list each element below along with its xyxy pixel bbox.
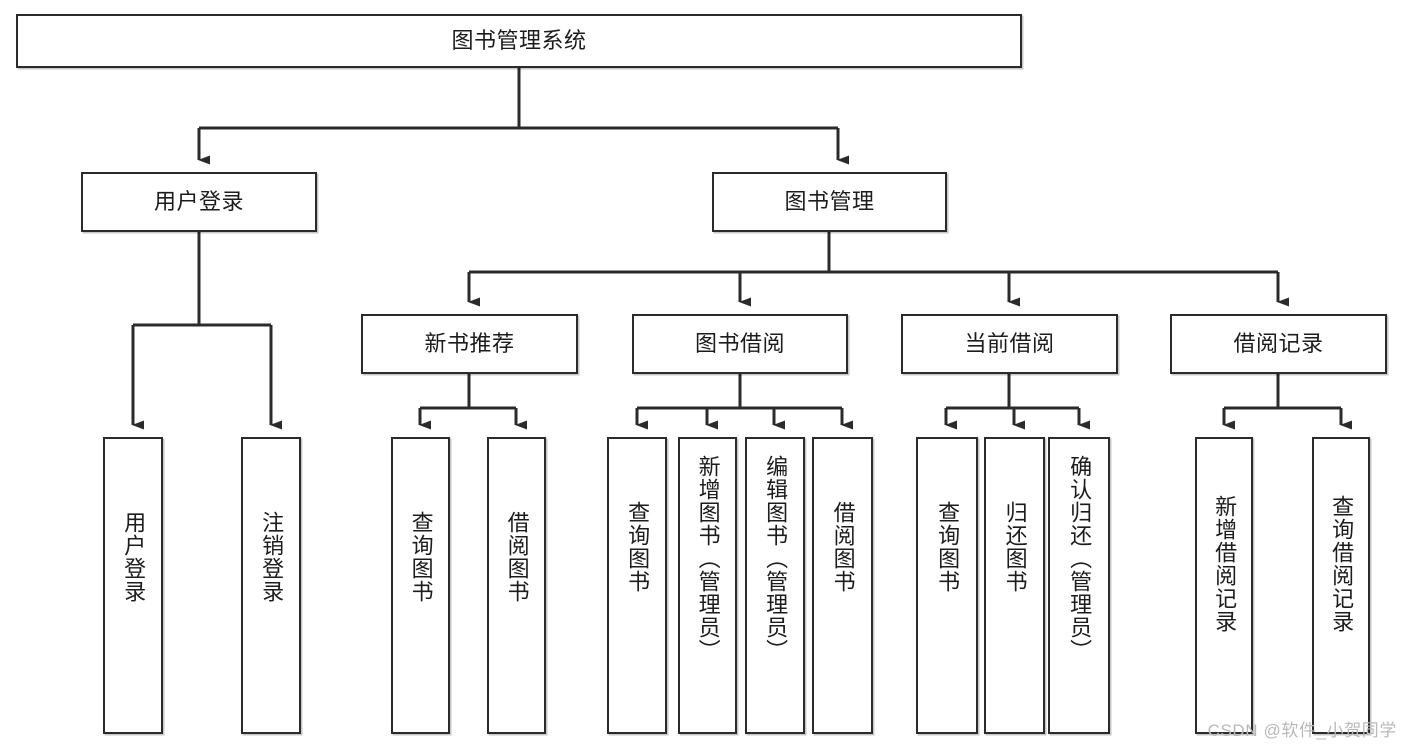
node-label: 归还图书 bbox=[1002, 501, 1028, 593]
node-label: 借阅图书 bbox=[504, 511, 530, 603]
node-book-borrow[interactable]: 图书借阅 bbox=[632, 314, 848, 374]
leaf-record-add-record[interactable]: 新增借阅记录 bbox=[1195, 437, 1253, 734]
leaf-borrow-add-book-admin[interactable]: 新增图书（管理员） bbox=[678, 437, 737, 734]
node-current-borrow[interactable]: 当前借阅 bbox=[901, 314, 1118, 374]
node-label: 查询图书 bbox=[625, 501, 651, 593]
node-book-management[interactable]: 图书管理 bbox=[712, 172, 947, 232]
node-label: 借阅图书 bbox=[830, 501, 856, 593]
node-new-book-recommend[interactable]: 新书推荐 bbox=[361, 314, 578, 374]
leaf-current-query-book[interactable]: 查询图书 bbox=[916, 437, 978, 734]
node-label: 图书借阅 bbox=[694, 331, 785, 357]
node-label: 新增借阅记录 bbox=[1212, 495, 1238, 633]
node-label: 查询图书 bbox=[935, 501, 961, 593]
node-borrow-record[interactable]: 借阅记录 bbox=[1170, 314, 1387, 374]
leaf-recommend-borrow-book[interactable]: 借阅图书 bbox=[487, 437, 546, 734]
node-label: 图书管理系统 bbox=[451, 28, 587, 54]
node-label: 确认归还（管理员） bbox=[1067, 455, 1093, 662]
leaf-current-return-book[interactable]: 归还图书 bbox=[984, 437, 1045, 734]
node-label: 查询借阅记录 bbox=[1329, 495, 1355, 633]
leaf-record-query-record[interactable]: 查询借阅记录 bbox=[1312, 437, 1370, 734]
node-label: 注销登录 bbox=[259, 511, 285, 603]
node-label: 新增图书（管理员） bbox=[695, 455, 721, 662]
node-label: 用户登录 bbox=[121, 511, 147, 603]
leaf-borrow-borrow-book[interactable]: 借阅图书 bbox=[812, 437, 873, 734]
node-label: 借阅记录 bbox=[1233, 331, 1324, 357]
node-label: 图书管理 bbox=[784, 189, 875, 215]
leaf-borrow-query-book[interactable]: 查询图书 bbox=[607, 437, 667, 734]
leaf-borrow-edit-book-admin[interactable]: 编辑图书（管理员） bbox=[745, 437, 805, 734]
leaf-recommend-query-book[interactable]: 查询图书 bbox=[391, 437, 450, 734]
watermark: CSDN @软件_小贺同学 bbox=[1207, 721, 1397, 740]
node-label: 编辑图书（管理员） bbox=[763, 455, 789, 662]
leaf-user-login-signin[interactable]: 用户登录 bbox=[103, 437, 163, 734]
node-root-system[interactable]: 图书管理系统 bbox=[16, 14, 1022, 68]
leaf-current-confirm-return-admin[interactable]: 确认归还（管理员） bbox=[1048, 437, 1110, 734]
node-label: 用户登录 bbox=[153, 189, 244, 215]
leaf-user-login-signout[interactable]: 注销登录 bbox=[241, 437, 301, 734]
node-label: 查询图书 bbox=[408, 511, 434, 603]
node-label: 新书推荐 bbox=[424, 331, 515, 357]
node-user-login[interactable]: 用户登录 bbox=[81, 172, 317, 232]
node-label: 当前借阅 bbox=[964, 331, 1055, 357]
